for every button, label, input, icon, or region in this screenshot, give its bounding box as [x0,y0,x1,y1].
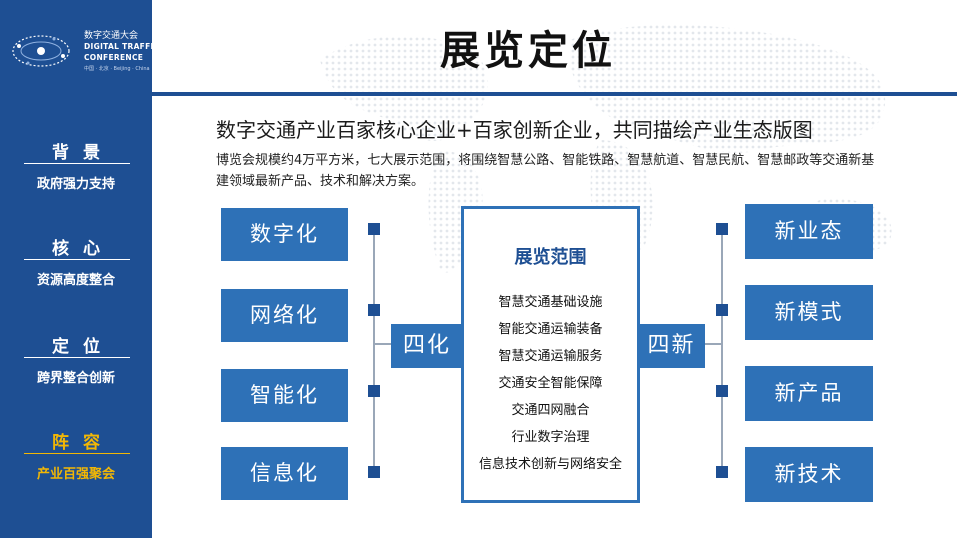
connector-node [716,304,728,316]
sidebar-item-title: 背景 [52,143,114,163]
sidebar-item-subtitle: 政府强力支持 [36,177,115,192]
right-item-new-business: 新业态 [745,204,873,259]
left-item-informatization: 信息化 [221,447,348,500]
left-hub-four-transformations: 四化 [391,324,463,368]
connector-node [716,223,728,235]
sidebar: 数字交通大会 DIGITAL TRAFFIC CONFERENCE 中国 · 北… [0,0,159,538]
connector-node [368,304,380,316]
scope-item: 智能交通运输装备 [498,322,603,337]
right-item-new-model: 新模式 [745,285,873,340]
sidebar-item-title: 阵容 [52,433,114,453]
left-item-networking: 网络化 [221,289,348,342]
sidebar-item-subtitle: 跨界整合创新 [36,371,115,386]
exhibition-scope-panel: 展览范围 智慧交通基础设施 智能交通运输装备 智慧交通运输服务 交通安全智能保障… [461,206,640,503]
scope-item: 交通安全智能保障 [498,376,603,391]
sidebar-divider [24,259,130,260]
right-item-new-technology: 新技术 [745,447,873,502]
left-hub-connector [373,343,391,345]
scope-item: 信息技术创新与网络安全 [478,457,622,472]
logo-title-en-line1: DIGITAL TRAFFIC [84,42,160,51]
scope-item: 行业数字治理 [511,430,590,445]
page-title: 展览定位 [440,28,616,74]
left-item-intelligence: 智能化 [221,369,348,422]
logo-title-cn: 数字交通大会 [84,31,139,41]
scope-item: 智慧交通基础设施 [498,295,603,310]
exhibition-scope-title: 展览范围 [514,247,587,268]
right-hub-four-new: 四新 [638,324,705,368]
page-subtitle: 数字交通产业百家核心企业+百家创新企业，共同描绘产业生态版图 [216,118,813,142]
connector-node [368,466,380,478]
right-hub-connector [705,343,723,345]
sidebar-divider-active [24,453,130,454]
right-connector-line [721,228,723,478]
right-item-new-product: 新产品 [745,366,873,421]
conference-logo[interactable]: 数字交通大会 DIGITAL TRAFFIC CONFERENCE 中国 · 北… [10,22,159,80]
left-connector-line [373,228,375,478]
connector-node [368,385,380,397]
sidebar-item-core[interactable]: 核心 资源高度整合 [0,234,152,288]
sidebar-item-subtitle: 资源高度整合 [36,273,115,288]
connector-node [716,385,728,397]
logo-mark-icon [12,35,70,67]
connector-node [716,466,728,478]
scope-item: 交通四网融合 [511,403,590,418]
logo-location: 中国 · 北京 · Beijing · China [84,66,150,72]
sidebar-item-title: 定位 [52,337,114,357]
sidebar-item-subtitle: 产业百强聚会 [36,467,115,482]
scope-item: 智慧交通运输服务 [498,349,603,364]
world-map-background [320,25,892,273]
sidebar-item-lineup[interactable]: 阵容 产业百强聚会 [0,428,152,482]
sidebar-divider [24,163,130,164]
header-divider [152,92,957,96]
page-description: 博览会规模约4万平方米，七大展示范围，将围绕智慧公路、智能铁路、智慧航道、智慧民… [216,153,875,189]
sidebar-divider [24,357,130,358]
sidebar-item-title: 核心 [52,239,114,259]
left-item-digitalization: 数字化 [221,208,348,261]
sidebar-item-positioning[interactable]: 定位 跨界整合创新 [0,332,152,386]
connector-node [368,223,380,235]
sidebar-item-background[interactable]: 背景 政府强力支持 [0,138,152,192]
logo-title-en-line2: CONFERENCE [84,53,144,62]
